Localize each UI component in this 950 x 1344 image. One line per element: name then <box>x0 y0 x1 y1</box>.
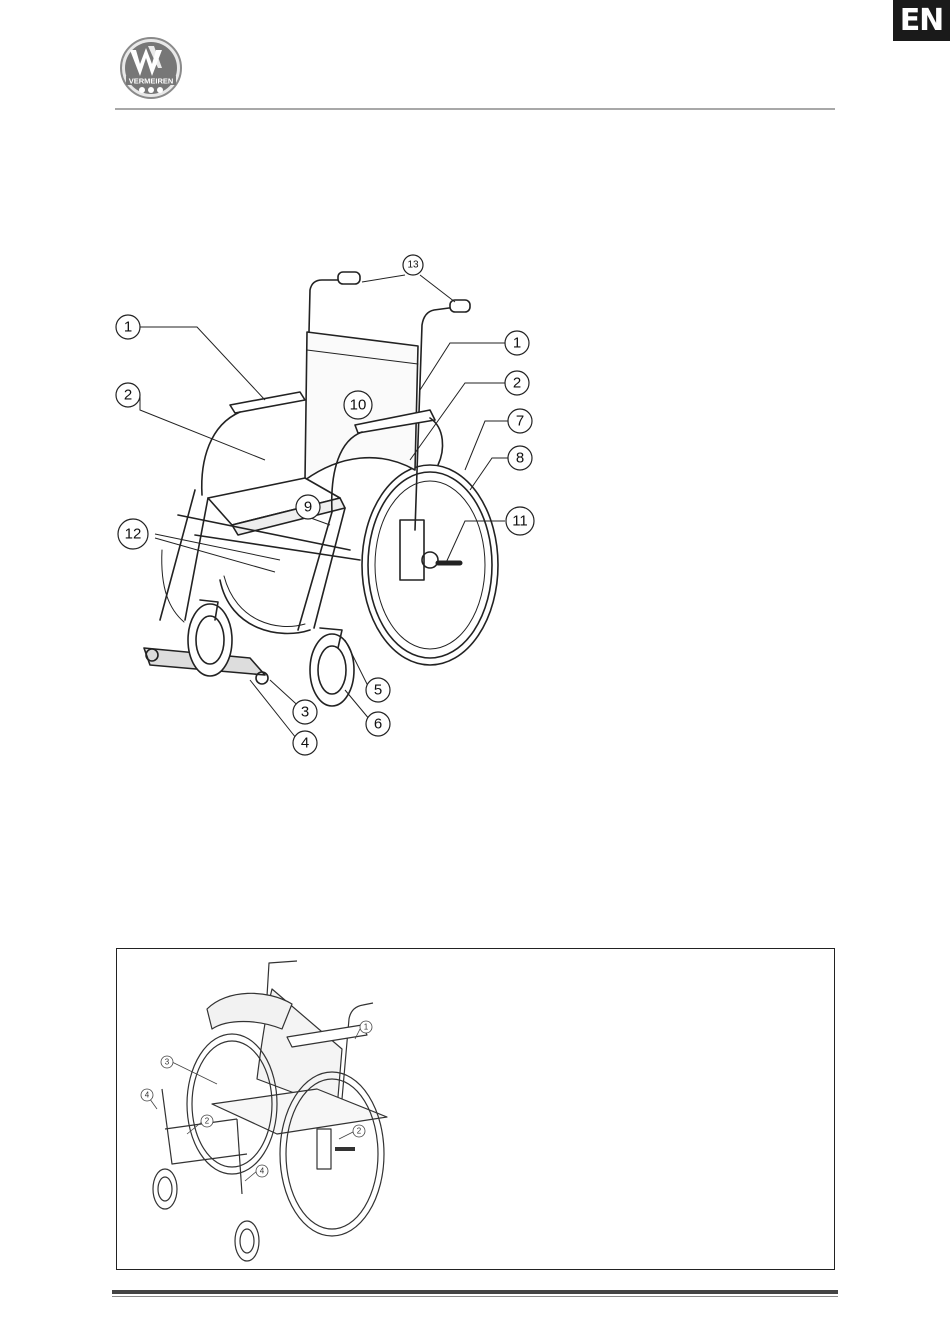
callout-label: 10 <box>350 397 367 414</box>
callout-label: 6 <box>374 716 382 733</box>
callout-label: 9 <box>304 499 312 516</box>
callout-label: 8 <box>516 450 524 467</box>
wheelchair-diagram: 1 2 13 1 2 10 7 8 9 11 12 5 3 6 4 <box>100 250 560 760</box>
callout-label: 7 <box>516 413 524 430</box>
folded-wheelchair-figure-box: 1 3 4 2 2 4 <box>116 948 835 1270</box>
callout-label: 4 <box>301 735 309 752</box>
callout-label: 13 <box>407 260 419 271</box>
callout-label: 2 <box>205 1117 210 1126</box>
callout-label: 11 <box>512 513 528 530</box>
callout-label: 1 <box>513 335 521 352</box>
footer-bar <box>112 1290 838 1294</box>
footer-line <box>112 1296 838 1297</box>
svg-text:VERMEIREN: VERMEIREN <box>129 77 174 86</box>
header-rule <box>115 108 835 110</box>
callout-label: 1 <box>124 319 132 336</box>
callout-label: 1 <box>364 1023 369 1032</box>
callout-label: 4 <box>260 1167 265 1176</box>
vermeiren-logo: VERMEIREN <box>118 36 184 100</box>
callout-label: 3 <box>301 704 309 721</box>
callout-label: 2 <box>357 1127 362 1136</box>
callout-label: 2 <box>124 387 132 404</box>
callout-label: 12 <box>125 526 142 543</box>
callout-label: 4 <box>145 1091 150 1100</box>
callout-label: 5 <box>374 682 382 699</box>
callout-label: 3 <box>165 1058 170 1067</box>
callout-label: 2 <box>513 375 521 392</box>
language-tab: EN <box>893 0 950 41</box>
